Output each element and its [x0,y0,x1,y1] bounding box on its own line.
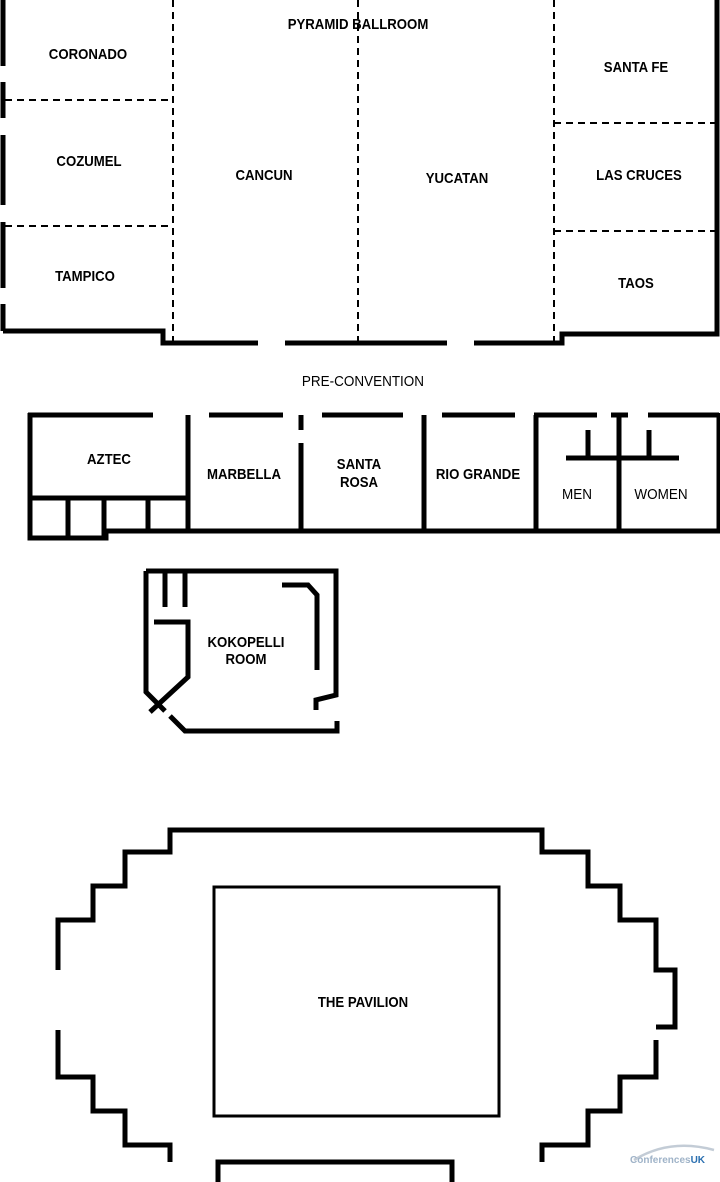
pre-convention-label: PRE-CONVENTION [302,373,424,390]
room-label-coronado: CORONADO [49,45,127,62]
room-label-santa-rosa-line2: ROSA [340,473,378,490]
meeting-rooms: AZTEC MARBELLA SANTA ROSA RIO GRANDE MEN… [27,412,720,541]
room-label-cancun: CANCUN [235,166,292,183]
room-label-aztec: AZTEC [87,450,131,467]
room-label-kokopelli-line1: KOKOPELLI [208,633,285,650]
room-label-marbella: MARBELLA [207,465,281,482]
room-label-las-cruces: LAS CRUCES [596,166,682,183]
room-label-women: WOMEN [634,486,687,503]
room-label-santa-fe: SANTA FE [604,58,668,75]
pavilion: THE PAVILION [55,827,678,1182]
room-label-kokopelli-line2: ROOM [225,650,266,667]
room-label-santa-rosa-line1: SANTA [337,455,381,472]
room-label-taos: TAOS [618,274,654,291]
conferences-uk-watermark: ConferencesUK [630,1144,715,1166]
room-label-tampico: TAMPICO [55,267,115,284]
room-label-pyramid-ballroom: PYRAMID BALLROOM [288,15,429,32]
watermark-main-text: ConferencesUK [630,1155,706,1166]
room-label-the-pavilion: THE PAVILION [318,993,408,1010]
room-label-cozumel: COZUMEL [56,152,122,169]
kokopelli-room: KOKOPELLI ROOM [143,568,340,734]
room-label-yucatan: YUCATAN [426,169,488,186]
room-label-rio-grande: RIO GRANDE [436,465,520,482]
pyramid-ballroom: PYRAMID BALLROOM CORONADO COZUMEL TAMPIC… [0,0,720,346]
room-label-men: MEN [562,486,592,503]
